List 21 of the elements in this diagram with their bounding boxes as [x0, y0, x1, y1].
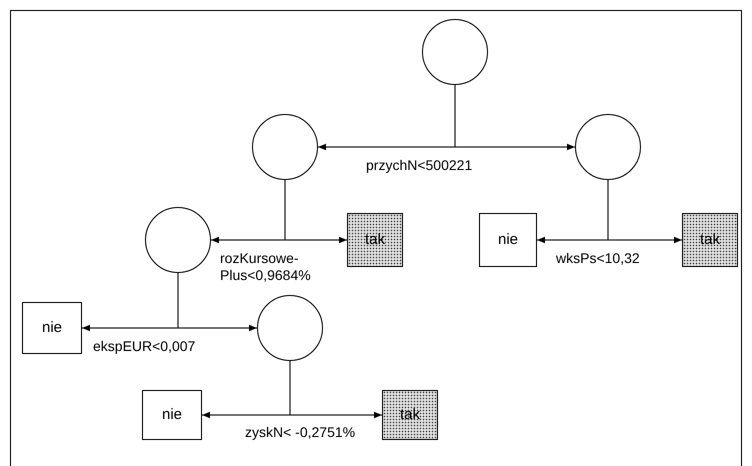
- arrow: [178, 272, 258, 332]
- edge-label: wksPs<10,32: [556, 250, 640, 267]
- leaf-label: tak: [364, 230, 385, 250]
- leaf-box-dotted: [682, 213, 738, 267]
- edge-label: ekspEUR<0,007: [93, 338, 196, 355]
- edge-label: przychN<500221: [366, 157, 472, 174]
- edge-label: zyskN< -0,2751%: [245, 424, 356, 441]
- leaf-label: nie: [42, 318, 62, 338]
- arrow: [454, 84, 576, 150]
- arrow: [290, 360, 382, 418]
- leaf-box: [22, 302, 82, 354]
- leaf-box-dotted: [382, 390, 438, 440]
- leaf-label: nie: [498, 230, 518, 250]
- leaf-box-dotted: [347, 213, 403, 267]
- arrow: [608, 180, 682, 244]
- arrow: [284, 180, 348, 244]
- leaf-label: nie: [162, 404, 182, 425]
- leaf-box: [142, 390, 202, 440]
- leaf-box: [479, 213, 537, 267]
- leaf-label: tak: [400, 404, 420, 425]
- leaf-label: tak: [700, 230, 720, 250]
